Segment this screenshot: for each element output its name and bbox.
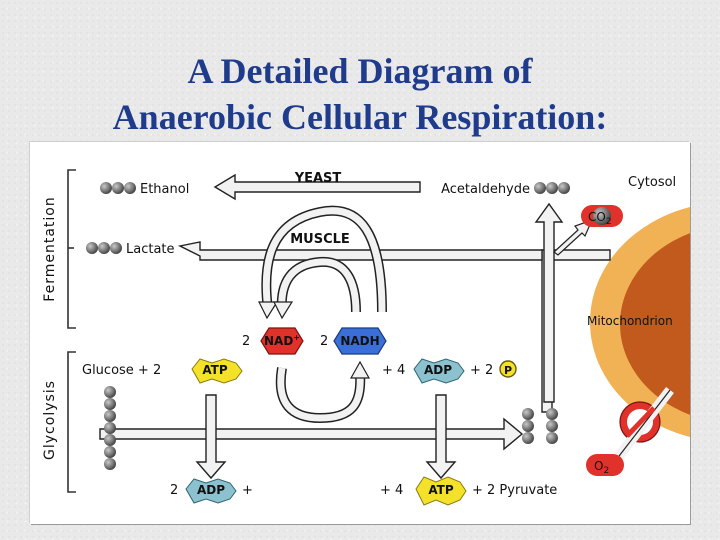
nad-icon [260,327,304,355]
atp-output-icon [415,476,467,506]
nadh-coefficient: 2 [320,334,328,349]
adp-output-label: ADP [197,483,225,497]
acetaldehyde-molecule-icon [534,182,570,194]
glycolysis-label: Glycolysis [42,380,58,460]
lactate-molecule-icon [86,242,122,254]
yeast-nad-cycle [258,205,387,320]
co2-molecule-icon [581,205,623,227]
title-line-1: A Detailed Diagram of [187,51,533,91]
atp-input-icon [191,358,243,384]
pyruvate-label: + 2 Pyruvate [472,483,557,498]
adp-input-label: ADP [424,363,452,377]
glycolysis-bracket [67,351,76,493]
glycolysis-main-arrow [99,417,524,451]
yeast-arrow [213,173,421,201]
muscle-nad-cycle [273,256,361,320]
adp-input-coefficient: + 4 [382,363,405,378]
phosphate-icon [499,360,517,378]
atp-output-label: ATP [428,483,454,497]
adp-output-plus: + [242,483,253,498]
atp-down-arrow [195,394,227,480]
lactate-label: Lactate [126,242,175,257]
o2-label: O2 [594,459,609,476]
mitochondrion-shape [590,207,690,437]
nad-regeneration-loop [275,360,371,424]
respiration-diagram: Fermentation Glycolysis [42,169,690,506]
phosphate-label: P [504,364,512,377]
glucose-molecule-icon [104,386,116,470]
yeast-label: YEAST [294,171,342,186]
co2-label: CO2 [588,210,612,227]
atp-output-coefficient: + 4 [380,483,403,498]
nadh-icon [333,327,387,355]
no-oxygen-icon [612,386,674,464]
pyruvate-to-acetaldehyde-arrow [534,202,594,403]
atp-input-label: ATP [202,363,228,377]
nad-coefficient: 2 [242,334,250,349]
mitochondrion-label: Mitochondrion [587,314,673,328]
nad-label: NAD+ [264,333,300,348]
nadh-label: NADH [340,334,379,348]
slide-title: A Detailed Diagram of Anaerobic Cellular… [0,48,720,140]
fermentation-bracket [67,169,76,329]
o2-molecule-icon [586,454,624,476]
fermentation-label: Fermentation [42,196,58,301]
muscle-label: MUSCLE [290,232,350,247]
ethanol-molecule-icon [100,182,136,194]
ethanol-label: Ethanol [140,182,189,197]
pyruvate-molecule-icon [522,408,558,444]
glucose-label: Glucose + 2 [82,363,161,378]
title-line-2: Anaerobic Cellular Respiration: [112,97,608,137]
cytosol-label: Cytosol [628,175,676,190]
diagram-frame: Fermentation Glycolysis [30,142,690,524]
acetaldehyde-label: Acetaldehyde [441,182,530,197]
adp-output-icon [185,478,237,504]
adp-output-coefficient: 2 [170,483,178,498]
adp-down-arrow [425,394,457,480]
adp-input-icon [413,358,465,384]
phosphate-coefficient: + 2 [470,363,493,378]
